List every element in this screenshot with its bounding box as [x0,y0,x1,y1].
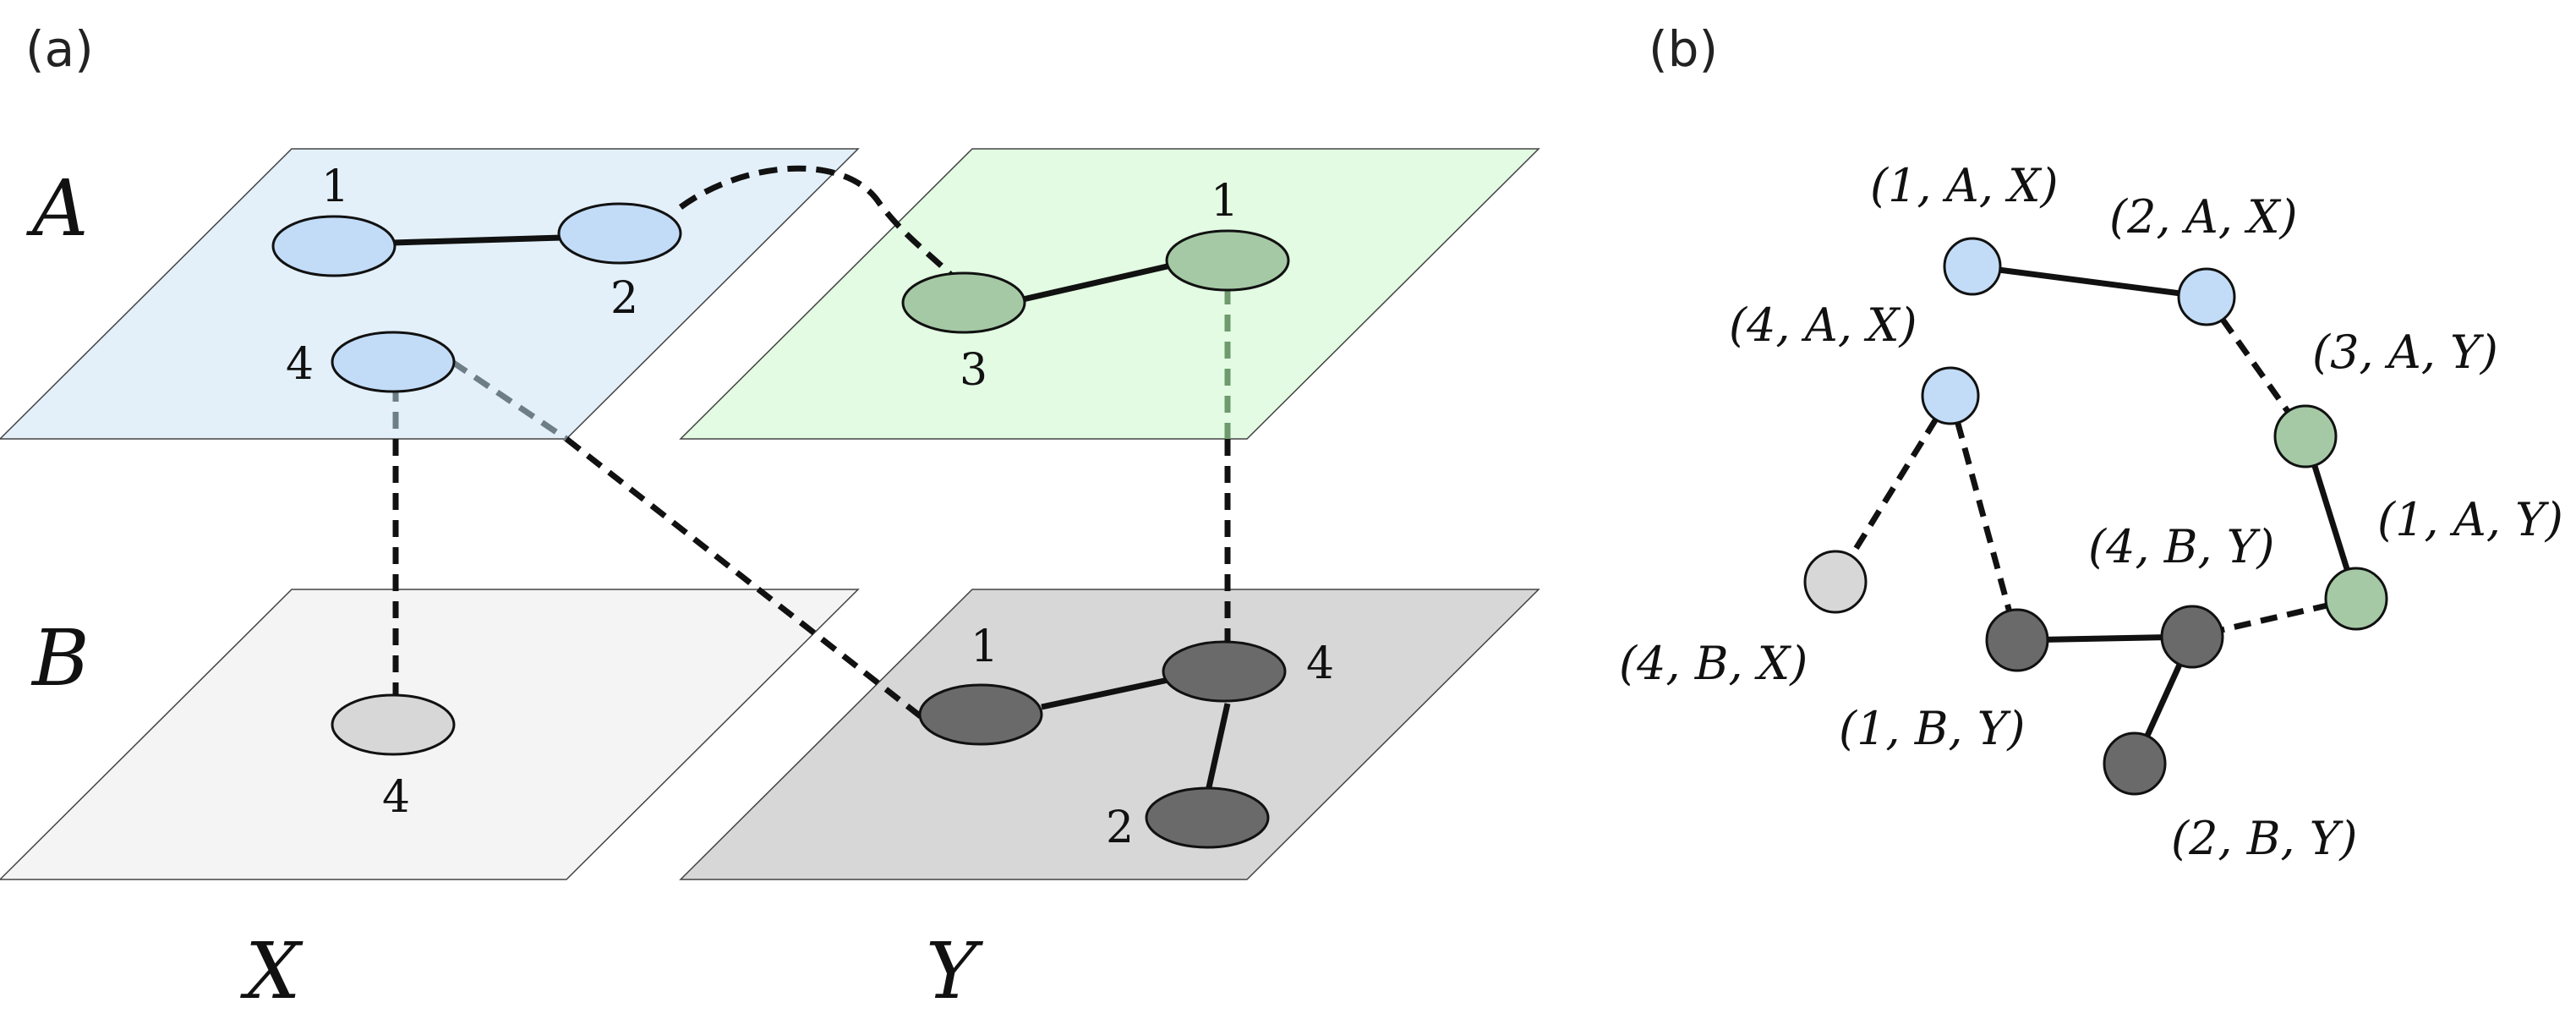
flat-node-ax4 [1921,366,1980,425]
flat-node-ay1 [2324,567,2388,631]
plane-layer-a-aspect-y [679,148,1540,440]
label-ay3: 3 [960,345,987,396]
flat-label-by2: (2, B, Y) [2171,812,2357,865]
label-ay1: 1 [1211,176,1239,227]
edge-ax4-by1-upper [451,359,568,441]
flat-node-ax2 [2177,267,2236,326]
label-ax4: 4 [286,339,314,390]
label-bx4: 4 [382,772,410,823]
layer-label-b: B [30,613,90,704]
flat-label-ay1: (1, A, Y) [2377,493,2563,546]
flat-node-by4 [2160,605,2224,669]
flat-node-by1 [1985,608,2049,672]
aspect-label-y: Y [926,926,984,1016]
node-by2 [1145,786,1270,849]
node-by4 [1162,640,1287,703]
flat-label-by1: (1, B, Y) [1839,702,2025,755]
layer-label-a: A [25,163,88,254]
node-ax2 [557,202,682,265]
node-ay1 [1165,229,1290,292]
panel-b-label: (b) [1649,20,1718,78]
flat-label-ax4: (4, A, X) [1729,299,1917,352]
flat-node-bx4 [1803,550,1868,614]
flat-edge-ax1-ax2 [1972,263,2207,300]
flat-label-by4: (4, B, Y) [2088,520,2274,573]
label-by2: 2 [1106,803,1134,853]
aspect-label-x: X [240,926,304,1016]
flat-label-bx4: (4, B, X) [1619,637,1808,690]
edge-ax2-ay3-dashed [678,165,958,282]
label-by1: 1 [971,622,998,672]
flat-node-by2 [2103,731,2167,796]
node-by1 [918,683,1043,746]
label-by4: 4 [1306,638,1334,689]
edge-by1-by4 [1041,677,1169,710]
node-ax4 [331,331,456,393]
flat-edge-ax4-by1 [1947,395,2021,641]
label-ax2: 2 [610,273,638,324]
flat-label-ax2: (2, A, X) [2109,190,2298,244]
node-bx4 [331,693,456,756]
node-ax1 [271,215,397,277]
plane-layer-b-aspect-y [679,589,1540,880]
node-ay3 [901,271,1026,334]
flat-label-ax1: (1, A, X) [1870,159,2059,212]
flat-label-ay3: (3, A, Y) [2312,326,2498,379]
edge-ay3-ay1 [1022,262,1172,303]
edge-ax4-by1-lower [564,436,924,720]
edge-ax1-ax2 [392,234,563,246]
flat-node-ax1 [1943,237,2002,296]
flat-edge-ax4-bx4 [1833,394,1953,583]
flat-node-ay3 [2273,404,2338,468]
panel-a-label: (a) [25,20,94,78]
label-ax1: 1 [321,162,349,212]
edge-by4-by2 [1204,703,1231,796]
